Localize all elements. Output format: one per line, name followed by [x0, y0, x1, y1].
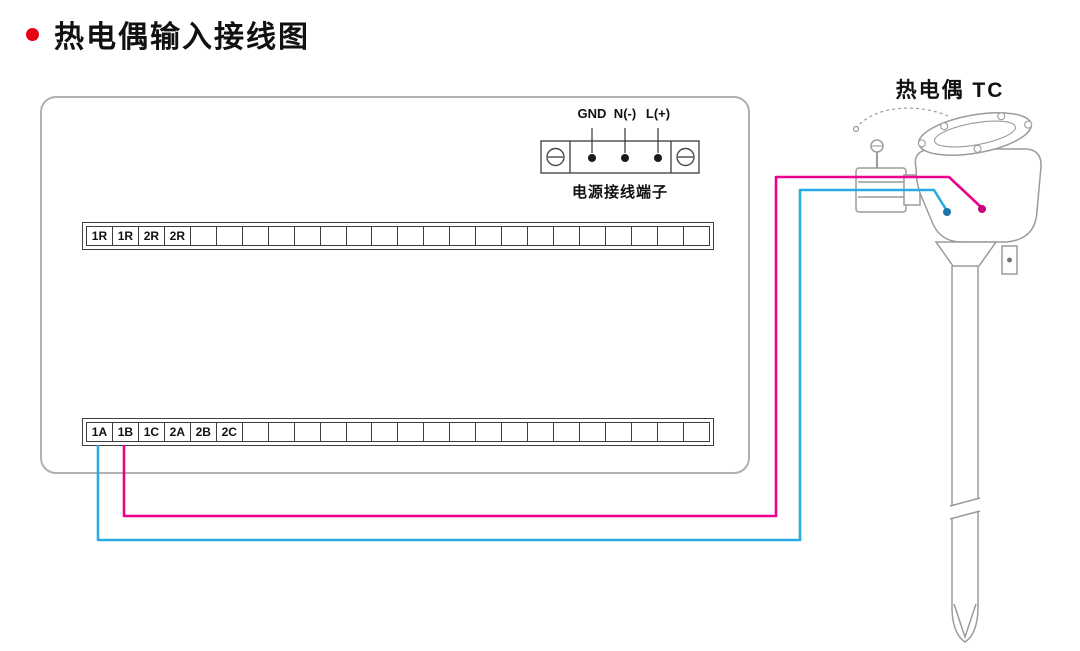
terminal-cell: [450, 227, 477, 245]
terminal-cell: [580, 227, 607, 245]
terminal-cell: [269, 423, 295, 441]
terminal-cell: 2A: [165, 423, 191, 441]
terminal-cell: 1C: [139, 423, 165, 441]
side-terminal-dot: [1007, 257, 1012, 263]
terminal-cell: [528, 423, 555, 441]
terminal-cell: [502, 227, 529, 245]
power-block-caption: 电源接线端子: [571, 184, 669, 201]
thermocouple-head-body: [914, 148, 1042, 243]
thermocouple-cap: [917, 112, 1033, 156]
terminal-cell: [217, 227, 243, 245]
probe-neck: [934, 241, 998, 267]
terminal-cell: [632, 423, 658, 441]
power-label-gnd: GND: [577, 106, 607, 121]
terminal-cell: [424, 423, 451, 441]
terminal-cell: [424, 227, 451, 245]
terminal-cell: [684, 227, 709, 245]
terminal-cell: 1R: [87, 227, 113, 245]
terminal-cell: [606, 227, 633, 245]
terminal-cell: [528, 227, 555, 245]
terminal-cell: [347, 423, 373, 441]
terminal-cell: [321, 423, 347, 441]
terminal-cell: [684, 423, 709, 441]
side-terminal: [1001, 245, 1018, 275]
bullet-icon: [26, 27, 39, 41]
terminal-cell: 1A: [87, 423, 113, 441]
terminal-cell: [243, 227, 269, 245]
hex-fitting: [855, 139, 921, 213]
terminal-cell: [243, 423, 269, 441]
terminal-cell: 2R: [165, 227, 191, 245]
terminal-cell: [554, 227, 581, 245]
terminal-cell: 2C: [217, 423, 243, 441]
terminal-cell: [191, 227, 217, 245]
length-break-mark: [949, 497, 981, 520]
terminal-cell: [372, 423, 399, 441]
terminal-cell: [658, 423, 684, 441]
thermocouple-drawing: [852, 107, 1042, 643]
power-label-neutral: N(-): [613, 106, 637, 121]
terminal-cell: 1R: [113, 227, 139, 245]
terminal-dot-right: [978, 205, 986, 213]
terminal-cell: [632, 227, 658, 245]
terminal-cell: [398, 227, 425, 245]
terminal-cell: [321, 227, 347, 245]
power-label-line: L(+): [645, 106, 671, 121]
terminal-cell: 2R: [139, 227, 165, 245]
chain-icon: [856, 107, 949, 128]
cap-screw-icons: [917, 112, 1033, 153]
thermocouple-label: 热电偶 TC: [895, 79, 1005, 102]
page-title: 热电偶输入接线图: [54, 21, 310, 54]
page-header: 热电偶输入接线图: [26, 12, 310, 56]
terminal-cell: [606, 423, 633, 441]
terminal-dot-left: [943, 208, 951, 216]
terminal-cell: [269, 227, 295, 245]
terminal-cell: [476, 227, 503, 245]
terminal-cell: [580, 423, 607, 441]
terminal-cell: [295, 423, 321, 441]
terminal-cell: [658, 227, 684, 245]
terminal-cell: [502, 423, 529, 441]
terminal-cell: [295, 227, 321, 245]
terminal-cell: [554, 423, 581, 441]
terminal-cell: [347, 227, 373, 245]
probe-tube: [951, 266, 979, 643]
chain-ring: [852, 125, 860, 133]
terminal-cell: [450, 423, 477, 441]
terminal-cell: [476, 423, 503, 441]
probe-tip-v: [953, 603, 977, 640]
terminal-cell: 2B: [191, 423, 217, 441]
terminal-cell: 1B: [113, 423, 139, 441]
terminal-cell: [398, 423, 425, 441]
terminal-cell: [372, 227, 399, 245]
